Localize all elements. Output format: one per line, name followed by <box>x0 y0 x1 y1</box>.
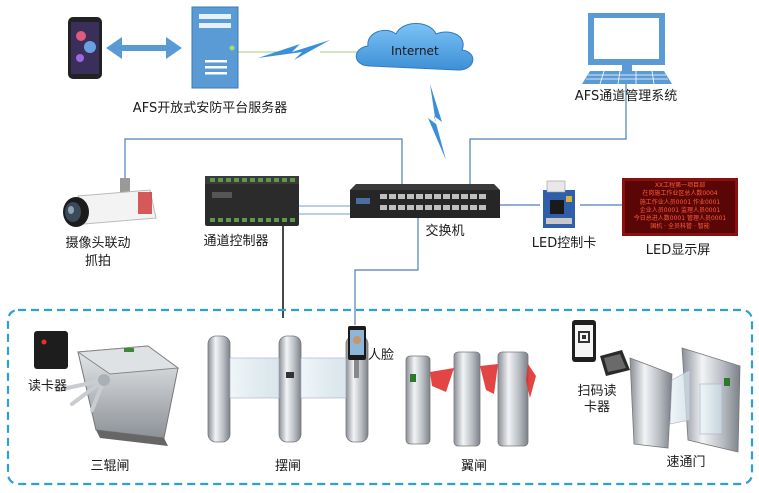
led-line: 企业人员0001 监理人员0001 <box>639 206 721 214</box>
double-arrow-icon <box>106 37 182 59</box>
led-line: 国机 · 全员科管 · 智能 <box>650 223 710 231</box>
swing-gate-icon <box>207 335 369 443</box>
monitor-icon <box>582 13 672 85</box>
led-line: 施工作业人员0001 作业0001 <box>639 198 721 206</box>
qr-reader-icon <box>572 320 630 376</box>
wireless-link-icon <box>258 40 446 160</box>
switch-icon <box>350 184 500 218</box>
led-screen-icon <box>622 178 738 236</box>
swing-gate-label: 摆闸 <box>274 459 302 474</box>
face-terminal-icon <box>348 326 366 378</box>
controller-label: 通道控制器 <box>203 234 269 249</box>
tripod-gate-label: 三辊闸 <box>90 459 130 474</box>
led-screen-label: LED显示屏 <box>645 243 711 258</box>
tripod-turnstile-icon <box>56 345 180 446</box>
led-controller-label: LED控制卡 <box>531 236 597 251</box>
cloud-icon <box>355 23 474 71</box>
smartphone-icon <box>68 17 102 79</box>
led-line: 今日总进人数0001 管理人员0001 <box>633 215 727 223</box>
server-icon <box>191 6 239 89</box>
wing-gate-label: 翼闸 <box>460 459 488 474</box>
face-label: 人脸 <box>368 348 395 363</box>
led-line: 在岗施工作业区总人数0004 <box>642 190 718 198</box>
mgmt-system-label: AFS通道管理系统 <box>574 89 678 104</box>
qr-reader-label-line1: 扫码读 <box>577 384 617 399</box>
qr-reader-label-line2: 卡器 <box>583 400 611 415</box>
led-line: XX工程第一项目部 <box>654 182 706 189</box>
switch-label: 交换机 <box>425 224 465 239</box>
controller-icon <box>205 176 299 226</box>
wing-gate-icon <box>405 351 536 447</box>
camera-icon <box>63 178 157 227</box>
led-screen-text: XX工程第一项目部 在岗施工作业区总人数0004 施工作业人员0001 作业00… <box>626 182 734 232</box>
card-reader-label: 读卡器 <box>28 379 68 394</box>
led-controller-icon <box>543 180 575 228</box>
camera-label-line1: 摄像头联动 <box>65 236 131 251</box>
speed-gate-label: 速通门 <box>666 455 706 470</box>
connection-lines <box>124 51 627 325</box>
camera-label-line2: 抓拍 <box>84 254 112 269</box>
card-reader-icon <box>34 331 68 369</box>
server-label: AFS开放式安防平台服务器 <box>132 101 288 116</box>
speed-gate-icon <box>629 347 741 453</box>
internet-label: Internet <box>391 44 439 58</box>
